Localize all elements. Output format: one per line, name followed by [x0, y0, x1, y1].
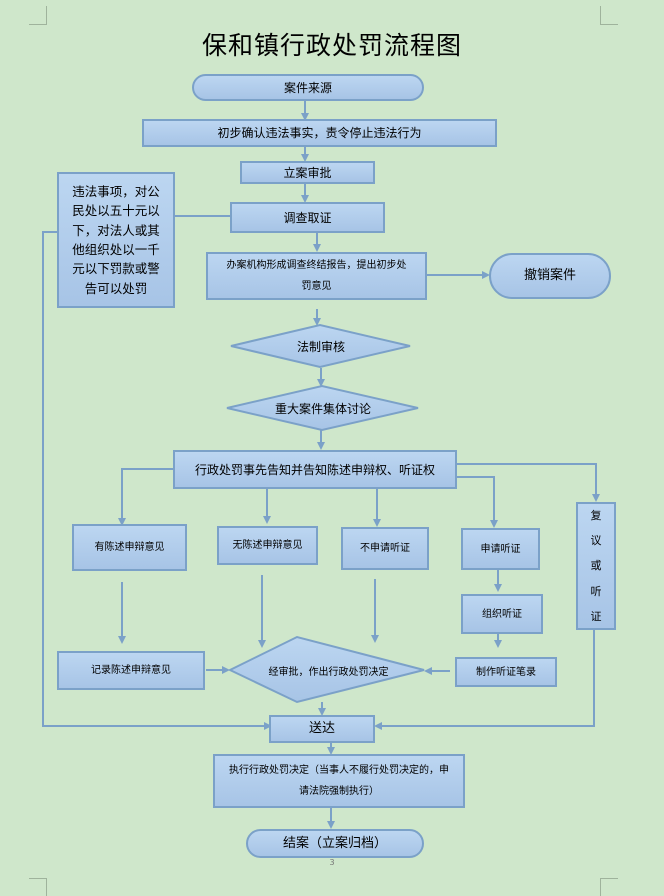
arrow-notice-to-reconsideration: [456, 463, 600, 502]
page-corner-mark-top-right: [600, 6, 618, 25]
node-summary-procedure-label: 违法事项，对公民处以五十元以下，对法人或其他组织处以一千元以下罚款或警告可以处罚: [72, 183, 160, 296]
node-case-source-label: 案件来源: [283, 80, 332, 95]
line-summary-to-delivery: [42, 231, 272, 730]
vertical-char: 证: [590, 609, 602, 623]
node-investigation-label: 调查取证: [283, 210, 332, 225]
node-investigation: 调查取证: [230, 202, 385, 233]
node-no-statement: 无陈述申辩意见: [217, 526, 318, 565]
page-corner-mark-bottom-right: [600, 878, 618, 896]
node-has-statement: 有陈述申辩意见: [72, 524, 187, 571]
node-hearing-transcript-label: 制作听证笔录: [476, 666, 536, 678]
node-has-statement-label: 有陈述申辩意见: [94, 542, 165, 553]
page-number: 3: [329, 858, 335, 867]
arrow-reconsideration-to-delivery: [374, 629, 595, 730]
arrow-notice-to-hearing-request: [456, 476, 498, 528]
major-case-label: 重大案件集体讨论: [274, 401, 371, 416]
node-organize-hearing: 组织听证: [461, 594, 543, 634]
node-delivery: 送达: [269, 715, 375, 743]
node-execute-decision-label: 执行行政处罚决定（当事人不履行处罚决定的，申请法院强制执行）: [229, 765, 449, 797]
node-investigation-report-label: 办案机构形成调查终结报告，提出初步处罚意见: [226, 260, 407, 292]
vertical-char: 复: [590, 508, 602, 522]
node-prior-notice: 行政处罚事先告知并告知陈述申辩权、听证权: [173, 450, 457, 489]
page-title: 保和镇行政处罚流程图: [201, 31, 462, 60]
node-filing-approval-label: 立案审批: [283, 165, 332, 180]
node-revoke-case: 撤销案件: [489, 253, 611, 299]
node-investigation-report: 办案机构形成调查终结报告，提出初步处罚意见: [206, 252, 427, 300]
node-close-case: 结案（立案归档）: [246, 829, 424, 858]
page-corner-mark-top-left: [29, 6, 47, 25]
node-prior-notice-label: 行政处罚事先告知并告知陈述申辩权、听证权: [194, 462, 435, 477]
node-no-statement-label: 无陈述申辩意见: [232, 540, 303, 551]
legal-review-diamond: [230, 323, 411, 369]
node-hearing-transcript: 制作听证笔录: [455, 657, 557, 687]
node-hearing-request: 申请听证: [461, 528, 540, 570]
node-no-hearing-request: 不申请听证: [341, 527, 429, 570]
node-case-source: 案件来源: [192, 74, 424, 101]
node-execute-decision: 执行行政处罚决定（当事人不履行处罚决定的，申请法院强制执行）: [213, 754, 465, 808]
arrow-notice-to-has-statement: [118, 468, 174, 526]
page-corner-mark-bottom-left: [29, 878, 47, 896]
vertical-char: 议: [590, 534, 602, 548]
node-preliminary-confirm-label: 初步确认违法事实，责令停止违法行为: [217, 126, 422, 140]
vertical-char: 听: [590, 584, 602, 598]
node-filing-approval: 立案审批: [240, 161, 375, 184]
node-record-statement-label: 记录陈述申辩意见: [91, 665, 171, 676]
node-organize-hearing-label: 组织听证: [482, 608, 522, 620]
node-preliminary-confirm: 初步确认违法事实，责令停止违法行为: [142, 119, 497, 147]
node-record-statement: 记录陈述申辩意见: [57, 651, 205, 690]
node-delivery-label: 送达: [308, 721, 335, 737]
approval-decision-label: 经审批，作出行政处罚决定: [268, 666, 389, 678]
approval-decision-shape: [227, 635, 425, 704]
vertical-char: 或: [590, 559, 602, 573]
node-close-case-label: 结案（立案归档）: [282, 835, 387, 851]
node-hearing-request-label: 申请听证: [480, 543, 521, 555]
node-revoke-case-label: 撤销案件: [523, 268, 576, 284]
node-summary-procedure: 违法事项，对公民处以五十元以下，对法人或其他组织处以一千元以下罚款或警告可以处罚: [57, 172, 175, 308]
major-case-diamond: [226, 384, 419, 432]
node-no-hearing-request-label: 不申请听证: [360, 543, 410, 554]
legal-review-label: 法制审核: [296, 339, 345, 354]
node-reconsideration-or-hearing: 复 议 或 听 证: [576, 502, 616, 630]
